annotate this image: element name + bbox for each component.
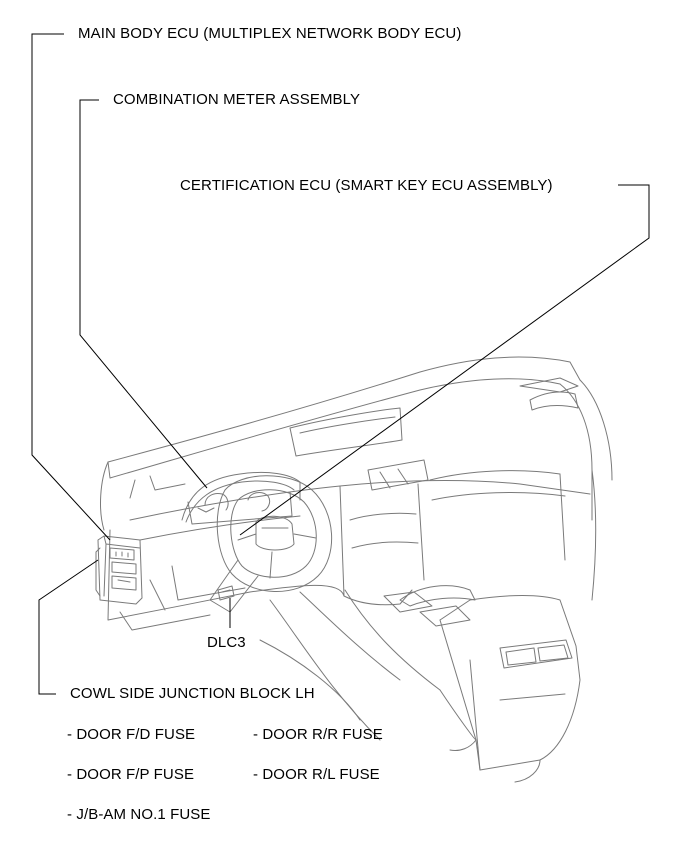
fuse-item: - DOOR F/P FUSE — [67, 766, 195, 783]
leader-lines — [31, 33, 650, 695]
label-cowl-side-junction-block: COWL SIDE JUNCTION BLOCK LH — [70, 685, 315, 702]
label-dlc3: DLC3 — [207, 634, 246, 651]
label-combination-meter: COMBINATION METER ASSEMBLY — [113, 91, 361, 108]
leader-certification-ecu — [239, 184, 650, 536]
fuse-item: - DOOR R/L FUSE — [253, 766, 380, 783]
dashboard-drawing — [95, 356, 613, 783]
fuse-item: - DOOR F/D FUSE — [67, 726, 196, 743]
fuse-item: - J/B-AM NO.1 FUSE — [67, 806, 211, 823]
label-main-body-ecu: MAIN BODY ECU (MULTIPLEX NETWORK BODY EC… — [78, 25, 462, 42]
leader-main-body-ecu — [31, 33, 111, 541]
fuse-item: - DOOR R/R FUSE — [253, 726, 383, 743]
leader-cowl-side-jb — [38, 559, 99, 695]
label-certification-ecu: CERTIFICATION ECU (SMART KEY ECU ASSEMBL… — [180, 177, 553, 194]
leader-combination-meter — [79, 99, 208, 489]
